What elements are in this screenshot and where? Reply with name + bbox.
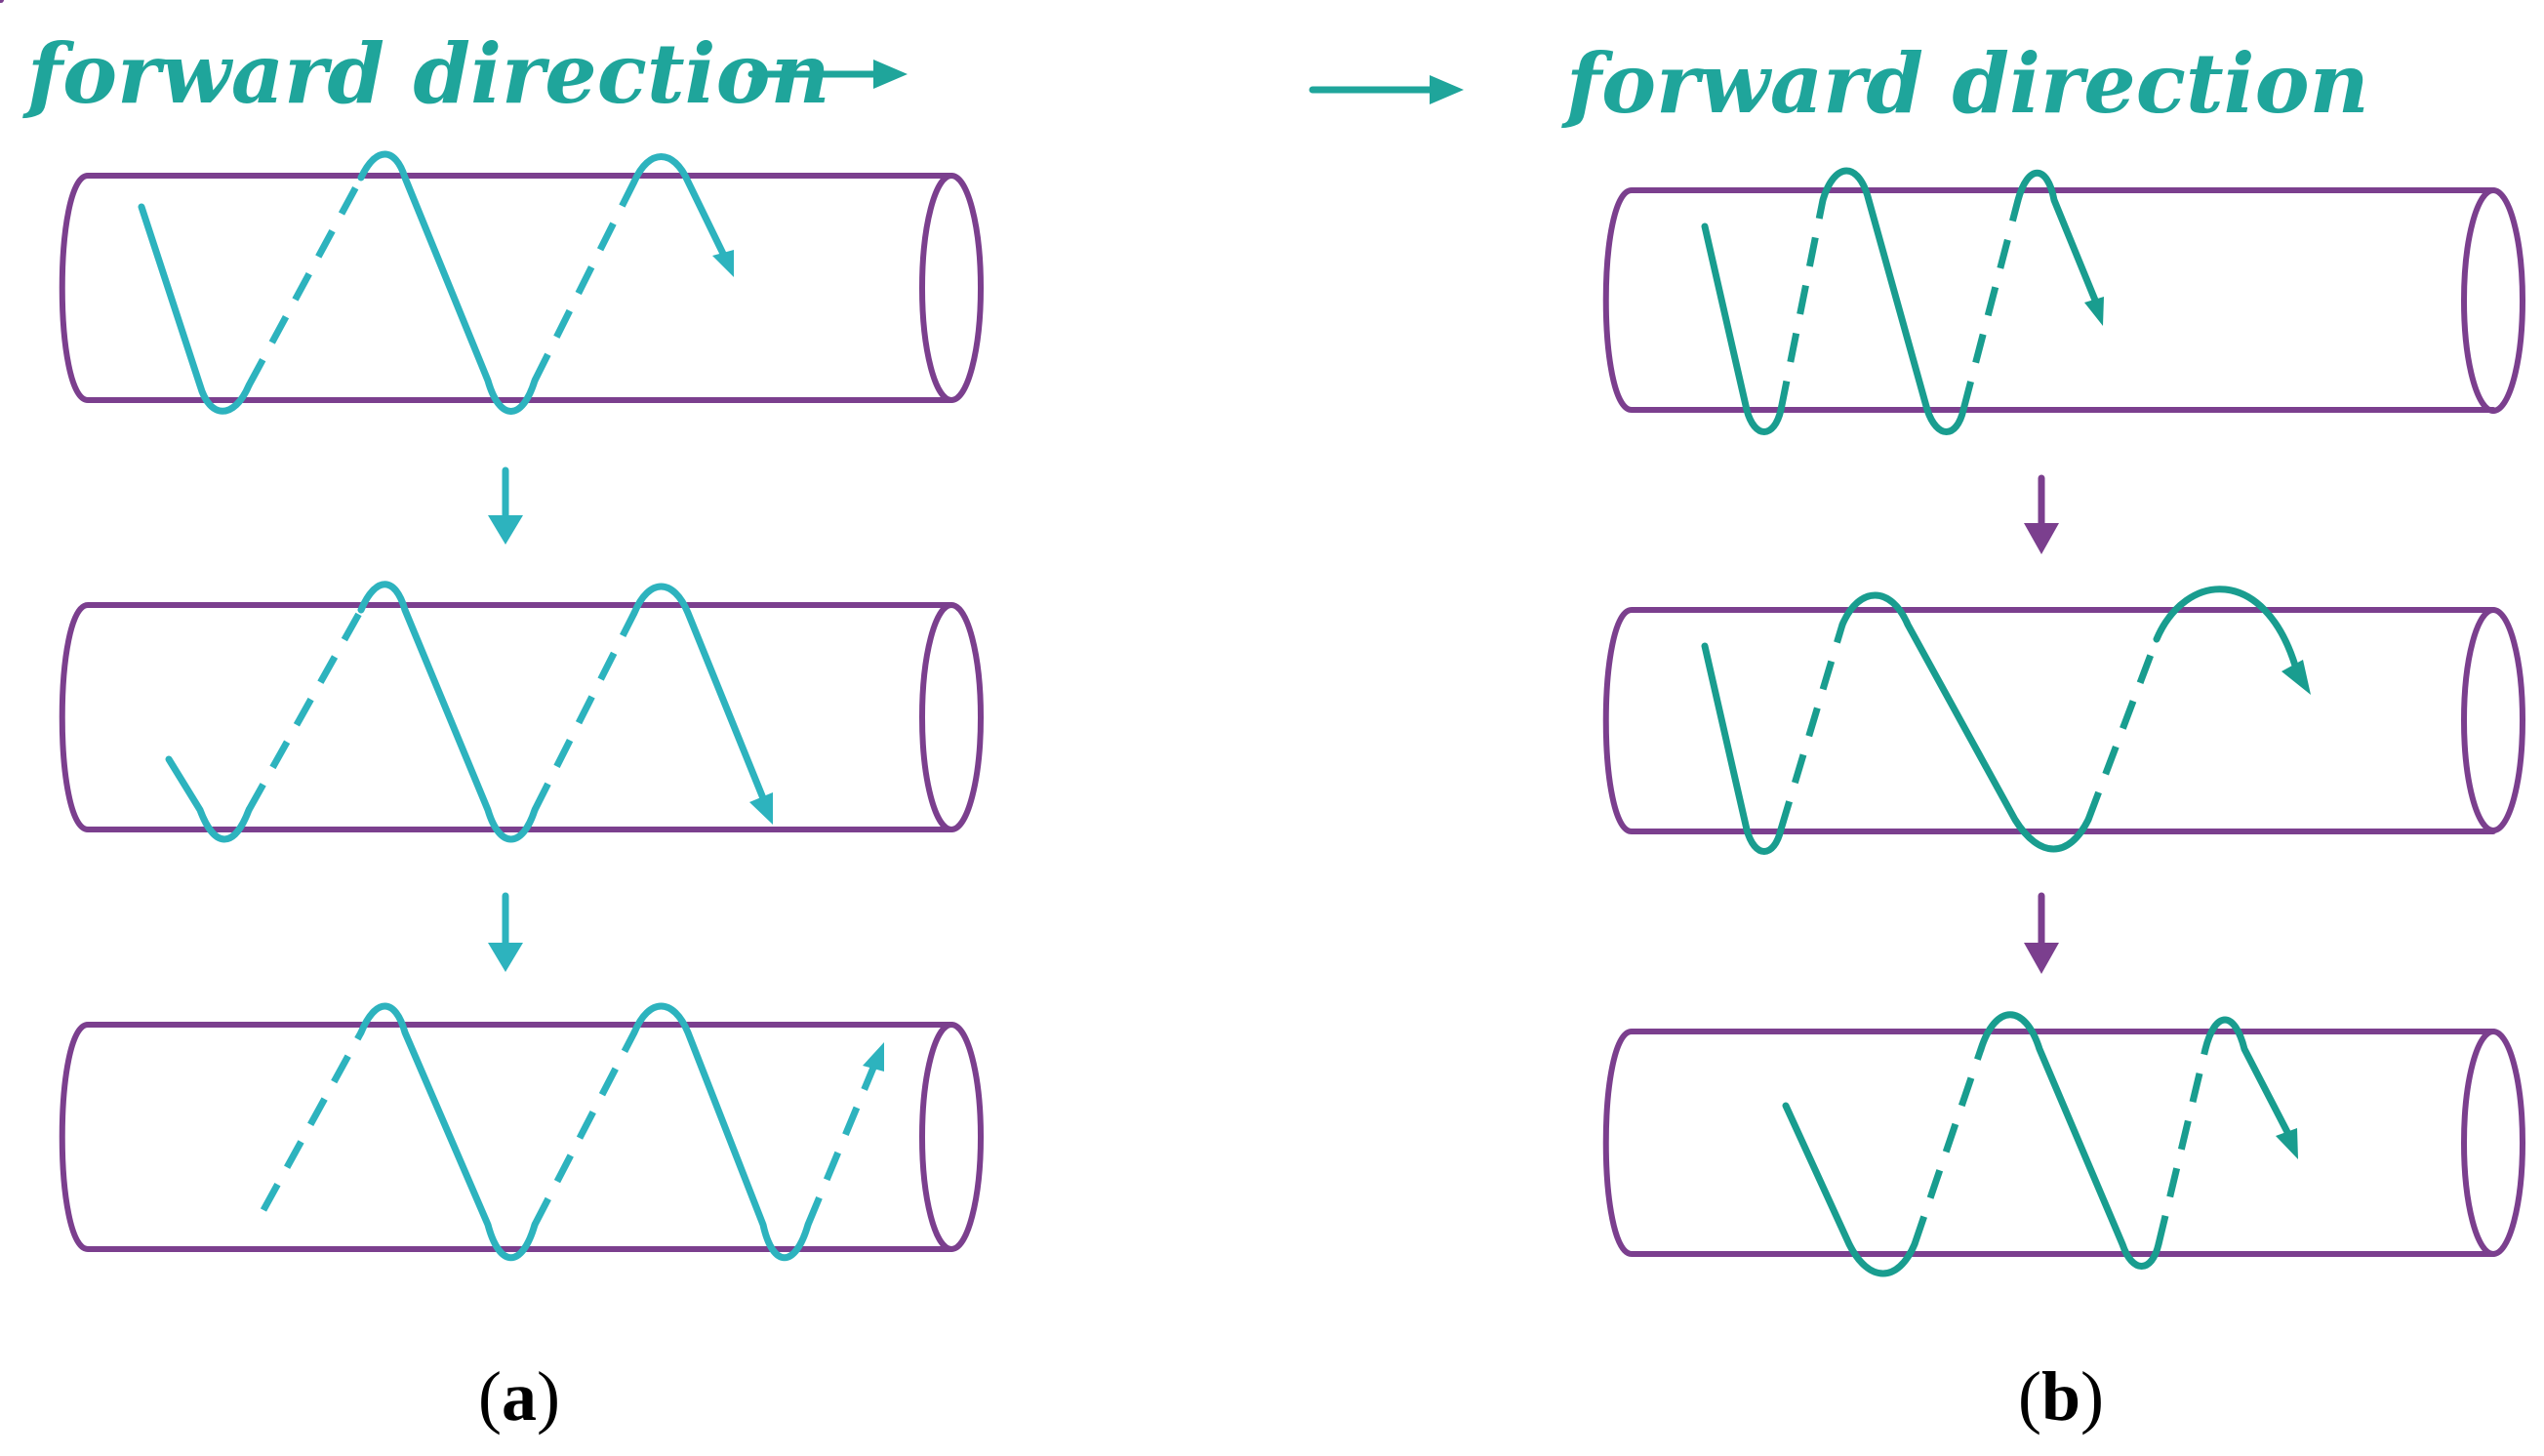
panel-b-step-arrow-1 [2024, 474, 2059, 554]
panel-a-wave-3 [260, 1002, 884, 1261]
panel-a-step-arrow-1 [488, 466, 523, 545]
panel-b-forward-arrow [1309, 75, 1464, 104]
panel-a-title: forward direction [22, 25, 830, 122]
panel-b-wave-1 [1701, 167, 2104, 435]
panel-a-tube-2 [59, 581, 984, 843]
panel-a-caption: (a) [478, 1357, 560, 1436]
panel-a-tube-1 [0, 0, 984, 415]
panel-b-wave-3 [1782, 1011, 2298, 1277]
panel-a-forward-arrow [747, 60, 908, 89]
panel-a-step-arrow-2 [488, 892, 523, 972]
panel-b-caption: (b) [2018, 1357, 2104, 1436]
panel-a-tube-3 [59, 1002, 984, 1261]
panel-b-step-arrow-2 [2024, 892, 2059, 974]
panel-b: forward direction [1309, 35, 2525, 1436]
panel-a-wave-2 [165, 581, 773, 843]
panel-a-wave-1 [138, 150, 734, 415]
panel-b-tube-1 [1602, 167, 2525, 435]
panel-b-tube-3 [1602, 1011, 2525, 1277]
panel-a: forward direction [0, 0, 984, 1436]
panel-b-title: forward direction [1561, 35, 2369, 132]
panel-b-tube-2 [1602, 586, 2525, 855]
panel-b-wave-2 [1701, 586, 2311, 855]
